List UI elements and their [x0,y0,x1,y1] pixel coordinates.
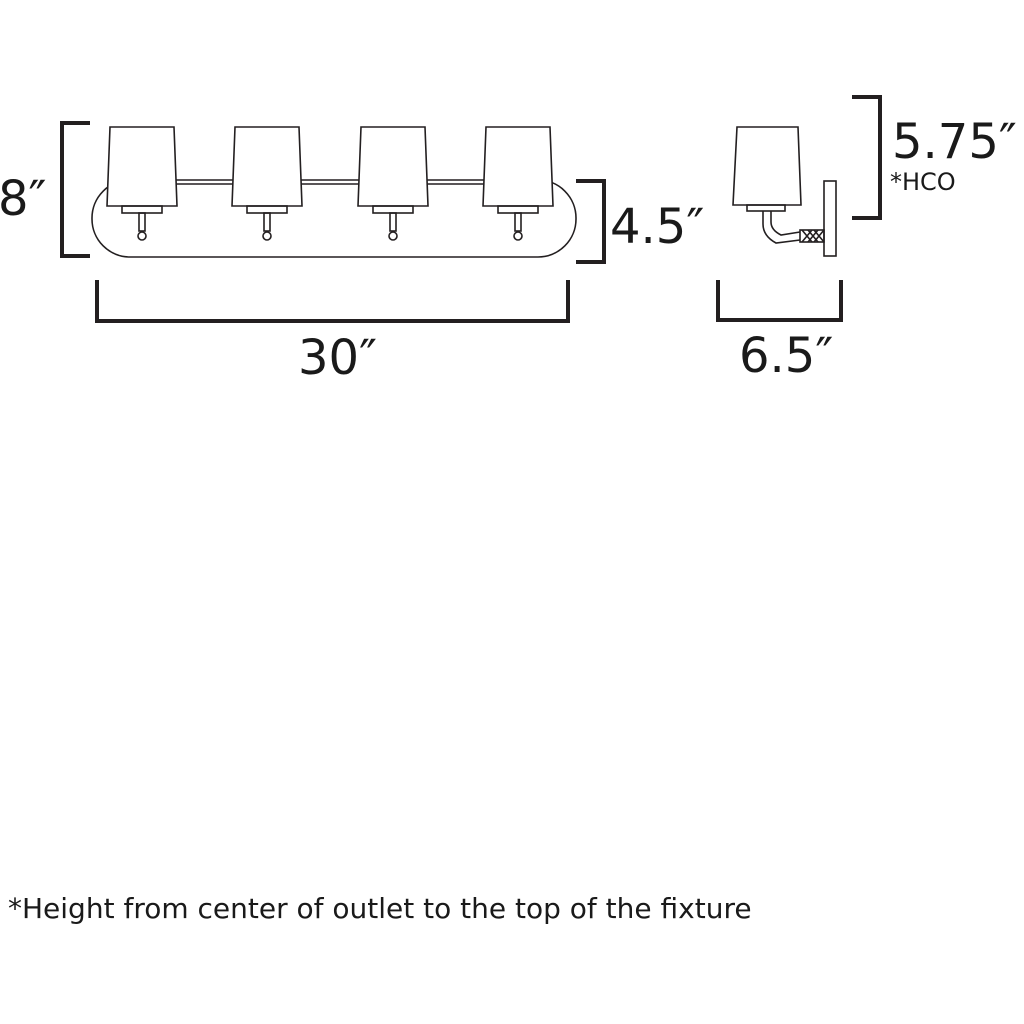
side-knurl-pattern [801,229,825,243]
backplate-height-label: 4.5″ [610,199,704,255]
shade-finial-1 [137,231,147,241]
shade-cup-1 [121,205,163,214]
extension-bracket [716,280,843,322]
shade-finial-4 [513,231,523,241]
front-view: 8″ 4.5″ 30″ [0,121,704,386]
side-shade [732,126,802,206]
shade-cup-3 [372,205,414,214]
shade-4 [482,126,554,207]
shade-stem-4 [514,212,522,232]
shade-cup-2 [246,205,288,214]
shade-stem-3 [389,212,397,232]
backplate [91,179,577,258]
footnote: *Height from center of outlet to the top… [8,892,752,925]
hco-label: 5.75″ [892,114,1017,170]
hco-marker: *HCO [890,168,956,196]
side-view: 6.5″ 5.75″ *HCO [716,95,1017,384]
width-bracket [95,280,570,323]
backplate-height-bracket [576,179,606,264]
side-arm [762,211,801,244]
shade-finial-2 [262,231,272,241]
shade-1 [106,126,178,207]
width-label: 30″ [298,330,377,386]
side-shade-cup [746,204,786,212]
shade-2 [231,126,303,207]
shade-stem-1 [138,212,146,232]
shade-stem-2 [263,212,271,232]
shade-group [106,126,554,241]
side-arm-inner [770,211,801,236]
extension-label: 6.5″ [739,328,833,384]
side-wall-plate [823,180,837,257]
shade-3 [357,126,429,207]
shade-cup-4 [497,205,539,214]
shade-finial-3 [388,231,398,241]
height-label: 8″ [0,171,46,227]
height-bracket [60,121,90,258]
hco-bracket [852,95,882,220]
